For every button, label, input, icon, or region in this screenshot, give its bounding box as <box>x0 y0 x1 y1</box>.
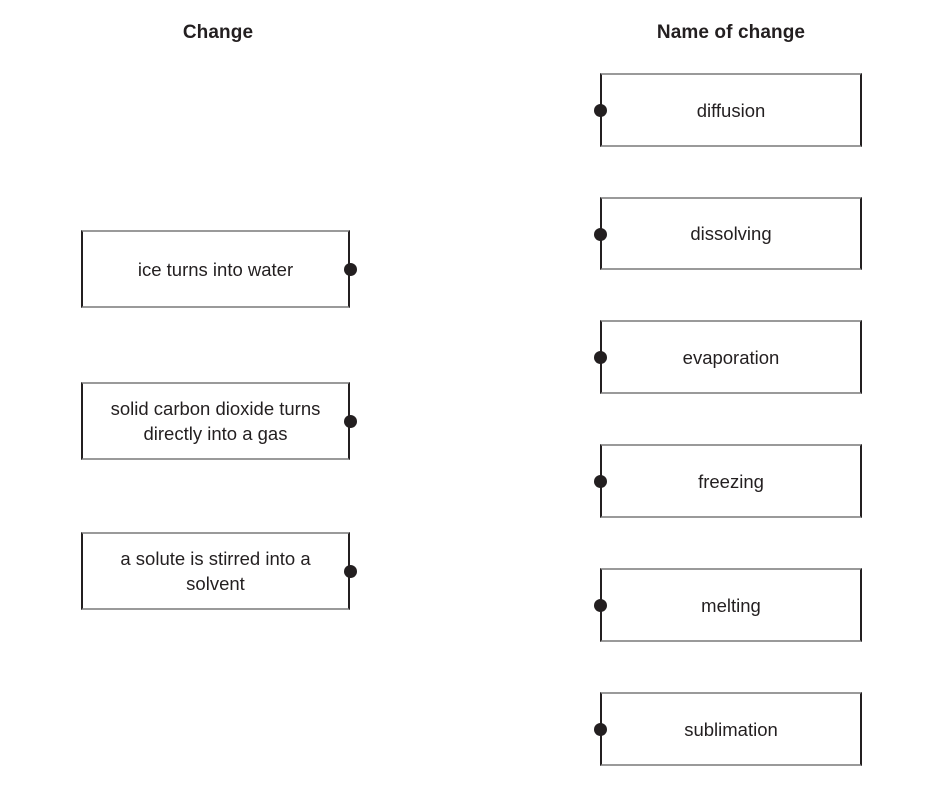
name-of-change-box[interactable]: evaporation <box>600 320 862 394</box>
right-connector-dot[interactable] <box>593 227 607 241</box>
name-of-change-box-label: melting <box>701 594 761 616</box>
change-box[interactable]: a solute is stirred into a solvent <box>81 532 350 610</box>
name-of-change-box-label: diffusion <box>696 99 766 121</box>
column-header-name-of-change: Name of change <box>656 22 806 43</box>
right-connector-dot[interactable] <box>593 598 607 612</box>
column-header-change: Change <box>182 22 254 43</box>
right-connector-dot[interactable] <box>593 474 607 488</box>
right-connector-dot[interactable] <box>593 103 607 117</box>
right-connector-dot[interactable] <box>593 722 607 736</box>
name-of-change-box-label: sublimation <box>684 718 778 740</box>
left-connector-dot[interactable] <box>343 414 357 428</box>
name-of-change-box[interactable]: freezing <box>600 444 862 518</box>
change-box[interactable]: ice turns into water <box>81 230 350 308</box>
name-of-change-box[interactable]: dissolving <box>600 197 862 270</box>
name-of-change-box[interactable]: diffusion <box>600 73 862 147</box>
change-box[interactable]: solid carbon dioxide turns directly into… <box>81 382 350 460</box>
name-of-change-box-label: freezing <box>698 470 764 492</box>
name-of-change-box-label: evaporation <box>682 346 780 368</box>
right-connector-dot[interactable] <box>593 350 607 364</box>
left-connector-dot[interactable] <box>343 262 357 276</box>
name-of-change-box-label: dissolving <box>690 223 772 244</box>
change-box-label: a solute is stirred into a solvent <box>120 548 311 594</box>
left-connector-dot[interactable] <box>343 564 357 578</box>
change-box-label: ice turns into water <box>137 258 294 280</box>
name-of-change-box[interactable]: melting <box>600 568 862 642</box>
name-of-change-box[interactable]: sublimation <box>600 692 862 766</box>
change-box-label: solid carbon dioxide turns directly into… <box>110 398 321 444</box>
